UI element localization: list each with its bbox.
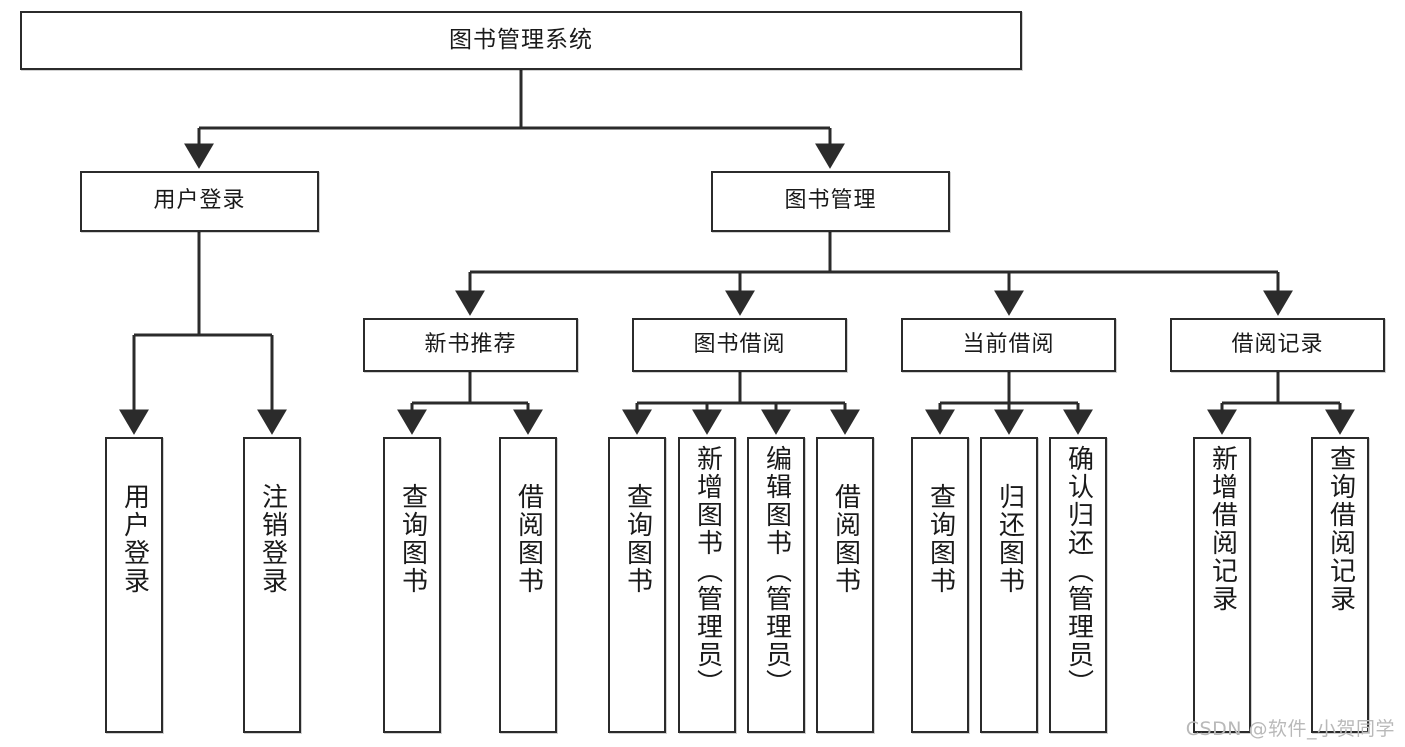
watermark: CSDN @软件_小贺同学 [1185,718,1395,740]
node-label: 借阅图书 [513,483,544,595]
node-label: 编辑图书（管理员） [761,445,792,697]
node-label: 用户登录 [119,483,150,595]
node-label: 查询借阅记录 [1325,445,1356,613]
node-current-borrow[interactable]: 当前借阅 [901,318,1116,372]
leaf-borrow-query-book[interactable]: 查询图书 [608,437,666,733]
node-borrow-record[interactable]: 借阅记录 [1170,318,1385,372]
node-new-book-recommend[interactable]: 新书推荐 [363,318,578,372]
leaf-user-login-logout[interactable]: 注销登录 [243,437,301,733]
node-label: 借阅记录 [1231,331,1324,357]
node-label: 查询图书 [397,483,428,595]
node-label: 图书管理 [784,188,877,214]
leaf-current-confirm-return-admin[interactable]: 确认归还（管理员） [1049,437,1107,733]
leaf-borrow-edit-book-admin[interactable]: 编辑图书（管理员） [747,437,805,733]
node-user-login[interactable]: 用户登录 [80,171,319,232]
node-label: 新增图书（管理员） [692,445,723,697]
node-label: 确认归还（管理员） [1063,445,1094,697]
node-label: 归还图书 [994,483,1025,595]
node-label: 新书推荐 [424,331,517,357]
node-label: 查询图书 [925,483,956,595]
node-label: 当前借阅 [962,331,1055,357]
node-label: 注销登录 [257,483,288,595]
leaf-new-book-borrow[interactable]: 借阅图书 [499,437,557,733]
node-book-management[interactable]: 图书管理 [711,171,950,232]
leaf-borrow-add-book-admin[interactable]: 新增图书（管理员） [678,437,736,733]
node-label: 查询图书 [622,483,653,595]
node-label: 图书借阅 [693,331,786,357]
leaf-current-return-book[interactable]: 归还图书 [980,437,1038,733]
node-book-borrow[interactable]: 图书借阅 [632,318,847,372]
leaf-record-query-borrow-record[interactable]: 查询借阅记录 [1311,437,1369,733]
leaf-record-add-borrow-record[interactable]: 新增借阅记录 [1193,437,1251,733]
node-label: 借阅图书 [830,483,861,595]
leaf-borrow-borrow-book[interactable]: 借阅图书 [816,437,874,733]
node-label: 用户登录 [153,188,246,214]
node-root-library-system[interactable]: 图书管理系统 [20,11,1022,70]
leaf-user-login-login[interactable]: 用户登录 [105,437,163,733]
leaf-current-query-book[interactable]: 查询图书 [911,437,969,733]
node-label: 新增借阅记录 [1207,445,1238,613]
leaf-new-book-query[interactable]: 查询图书 [383,437,441,733]
node-label: 图书管理系统 [449,26,593,53]
